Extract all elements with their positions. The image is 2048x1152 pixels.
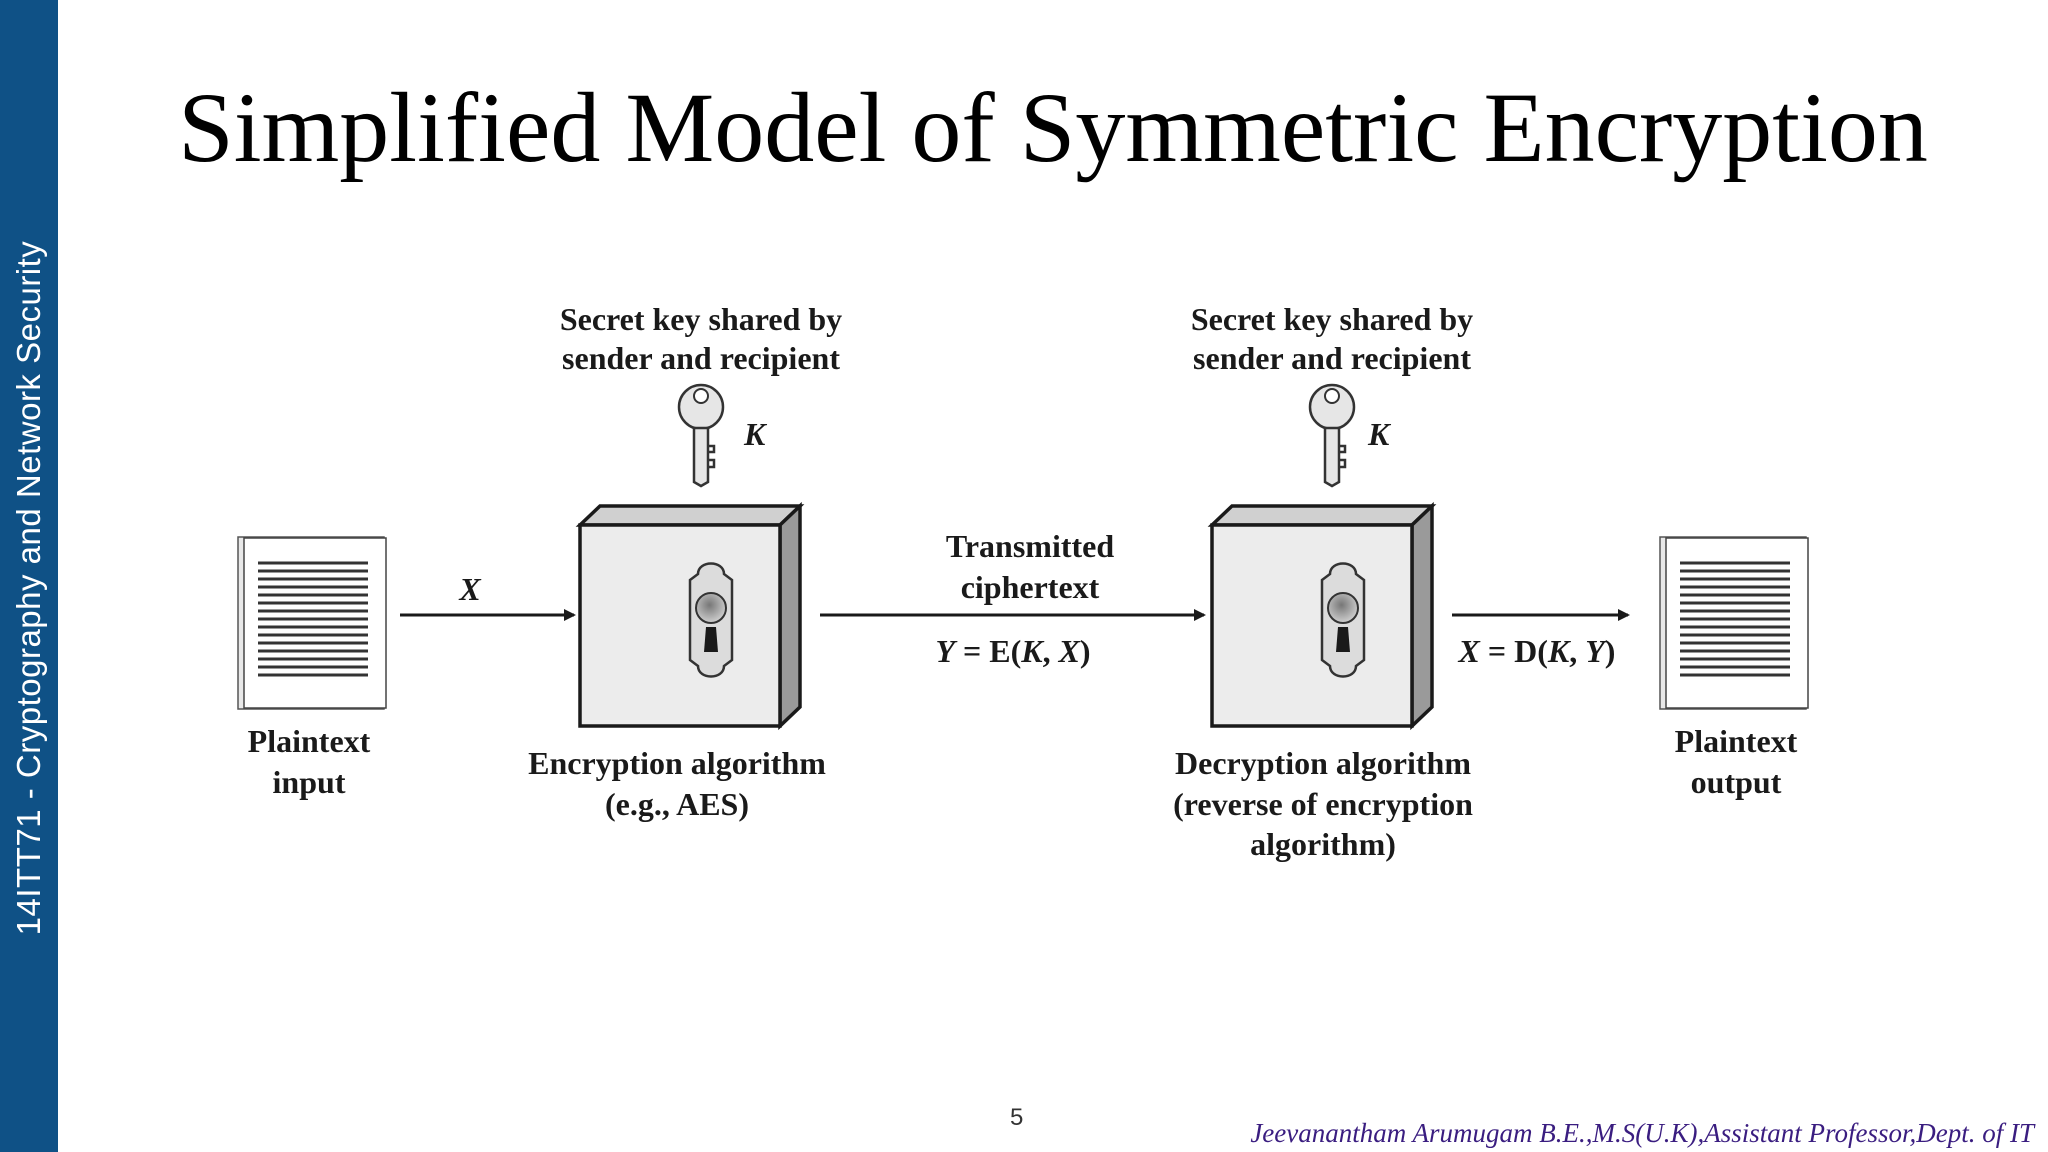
decryption-box [1207,501,1437,731]
plaintext-output-label-1: Plaintext [1675,723,1798,759]
right-key-label-2: sender and recipient [1193,340,1471,376]
plaintext-input-label-2: input [273,764,346,800]
cipher-formula: Y = E(K, X) [935,633,1090,669]
right-key-icon [1308,383,1356,488]
transmitted-label-2: ciphertext [961,569,1100,605]
cipher-y: Y [935,633,957,669]
decryption-label-1: Decryption algorithm [1175,745,1471,781]
right-key-label-1: Secret key shared by [1191,301,1473,337]
decrypt-eq: = D( [1480,633,1548,669]
sidebar: 14ITT71 - Cryptography and Network Secur… [0,0,58,1152]
decryption-label-2: (reverse of encryption [1173,786,1473,822]
decrypt-y: Y [1585,633,1607,669]
cipher-close: ) [1080,633,1091,669]
page-number: 5 [1010,1104,1024,1131]
cipher-comma: , [1043,633,1059,669]
decrypt-formula: X = D(K, Y) [1458,633,1616,669]
plaintext-output-document-icon [1659,536,1809,710]
encryption-lock-icon [688,562,734,678]
decrypt-x: X [1458,633,1481,669]
author-credit: Jeevanantham Arumugam B.E.,M.S(U.K),Assi… [1250,1118,2034,1148]
plaintext-input-document-icon [237,536,387,710]
left-key-symbol: K [743,416,768,452]
plaintext-input-label-1: Plaintext [248,723,371,759]
cipher-x: X [1058,633,1081,669]
right-key-symbol: K [1367,416,1392,452]
input-variable: X [458,571,481,607]
decrypt-k: K [1547,633,1572,669]
slide-title: Simplified Model of Symmetric Encryption [178,72,1928,183]
decryption-label-3: algorithm) [1250,826,1396,862]
encryption-label-2: (e.g., AES) [605,786,749,822]
cipher-eq: = E( [955,633,1021,669]
decrypt-comma: , [1569,633,1585,669]
decrypt-close: ) [1605,633,1616,669]
left-key-label-2: sender and recipient [562,340,840,376]
transmitted-label-1: Transmitted [946,528,1114,564]
encryption-box [575,501,805,731]
cipher-k: K [1020,633,1045,669]
left-key-icon [677,383,725,488]
plaintext-output-label-2: output [1691,764,1782,800]
encryption-label-1: Encryption algorithm [528,745,826,781]
decryption-lock-icon [1320,562,1366,678]
left-key-label-1: Secret key shared by [560,301,842,337]
